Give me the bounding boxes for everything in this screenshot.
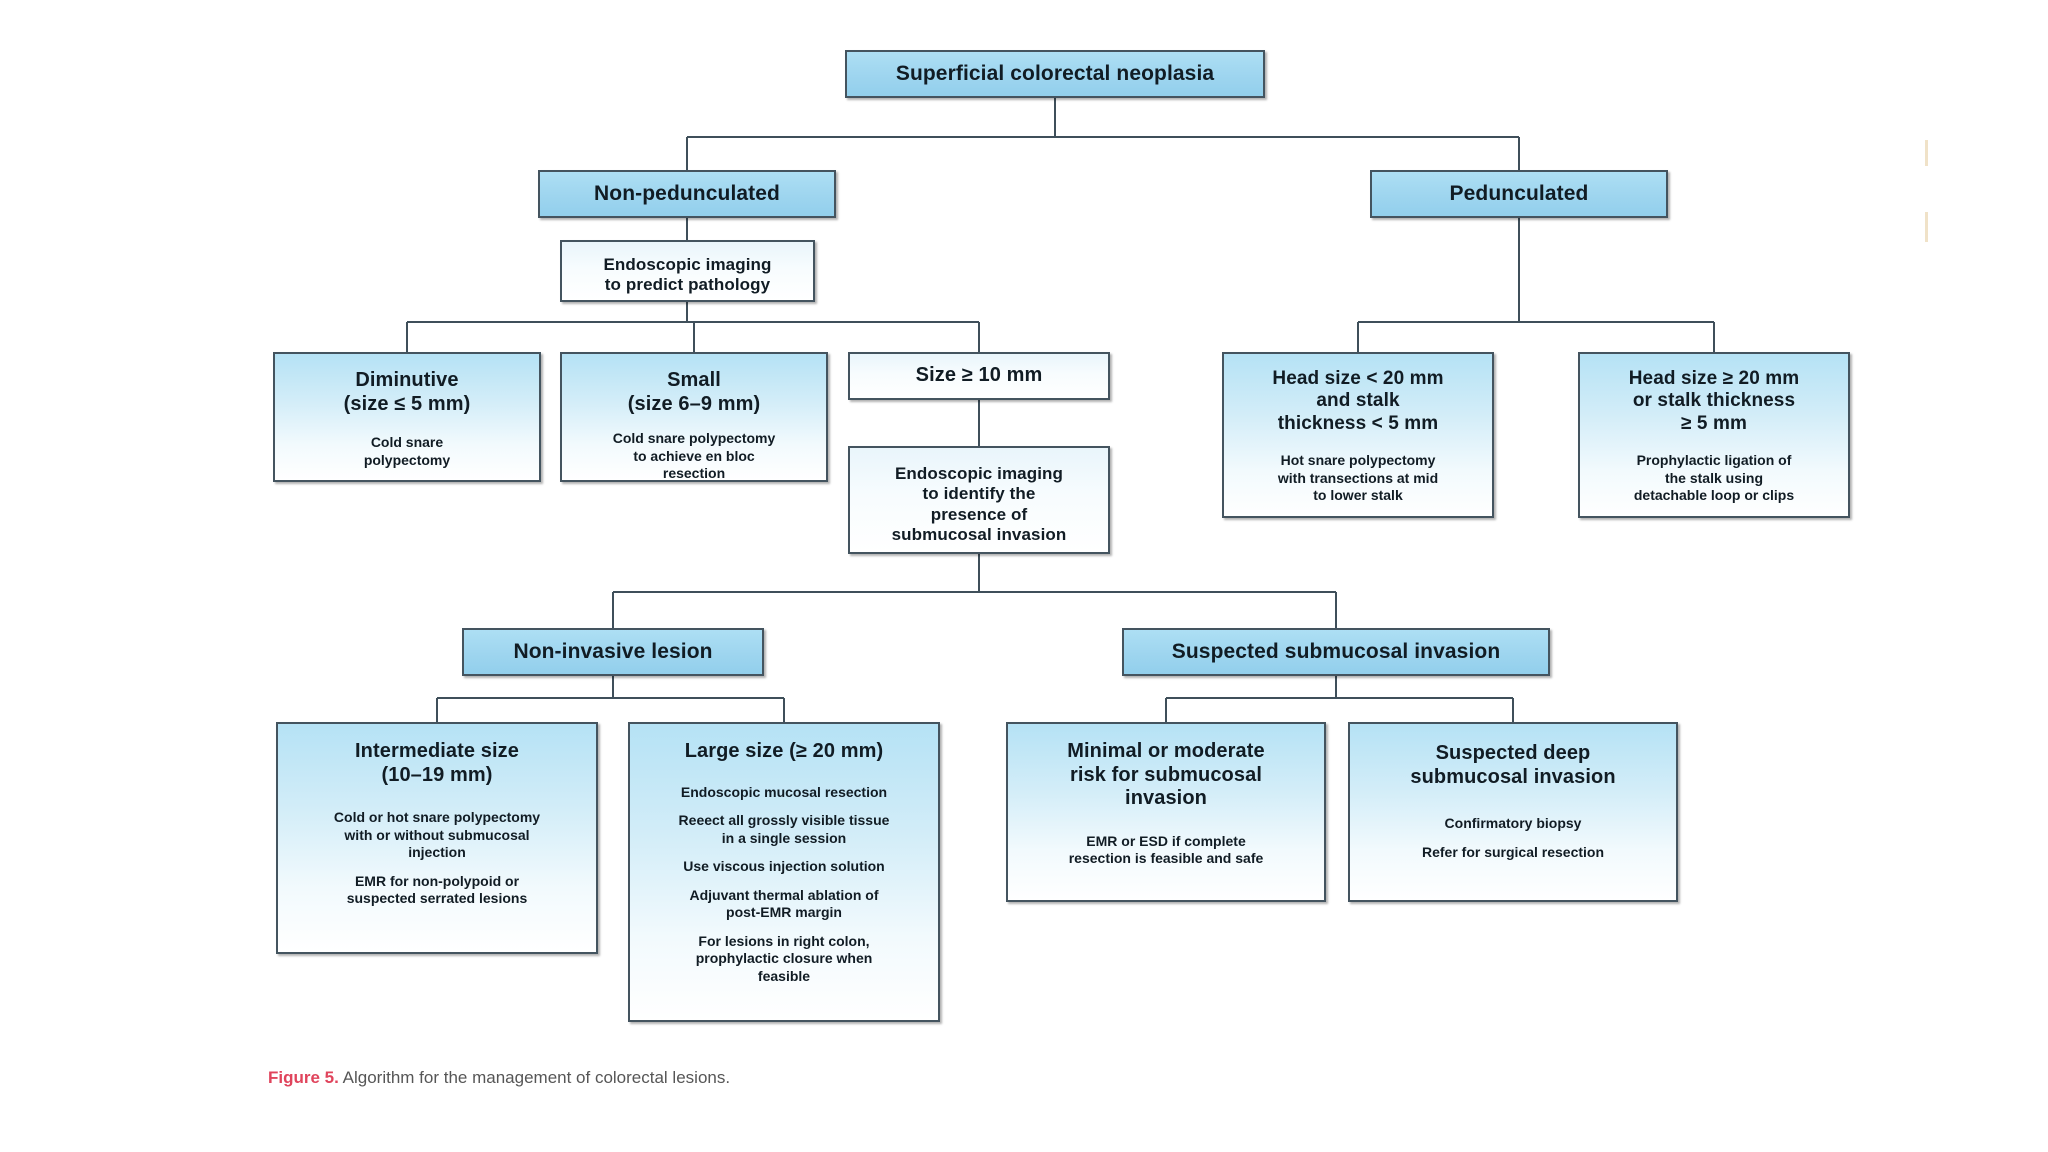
node-non-invasive-lesion[interactable]: Non-invasive lesion: [462, 628, 764, 676]
node-title: Small(size 6–9 mm): [627, 369, 761, 415]
node-superficial-colorectal-neoplasia[interactable]: Superficial colorectal neoplasia: [845, 50, 1265, 98]
scan-artifact: [1925, 212, 1928, 242]
node-title: Pedunculated: [1449, 181, 1589, 205]
figure-caption: Figure 5. Algorithm for the management o…: [268, 1068, 730, 1088]
node-title: Intermediate size(10–19 mm): [355, 740, 519, 786]
node-pedunculated[interactable]: Pedunculated: [1370, 170, 1668, 218]
node-title: Superficial colorectal neoplasia: [895, 61, 1215, 85]
node-title: Non-invasive lesion: [513, 639, 713, 663]
node-intermediate-size[interactable]: Intermediate size(10–19 mm) Cold or hot …: [276, 722, 598, 954]
node-small[interactable]: Small(size 6–9 mm) Cold snare polypectom…: [560, 352, 828, 482]
node-title: Non-pedunculated: [594, 181, 780, 205]
node-large-size[interactable]: Large size (≥ 20 mm) Endoscopic mucosal …: [628, 722, 940, 1022]
figure-label: Figure 5.: [268, 1068, 339, 1087]
node-suspected-submucosal-invasion[interactable]: Suspected submucosal invasion: [1122, 628, 1550, 676]
scan-artifact: [1925, 140, 1928, 166]
node-title: Size ≥ 10 mm: [915, 364, 1043, 387]
node-title: Large size (≥ 20 mm): [684, 740, 884, 762]
figure-caption-text: Algorithm for the management of colorect…: [342, 1068, 731, 1087]
node-size-10mm[interactable]: Size ≥ 10 mm: [848, 352, 1110, 400]
node-title: Diminutive(size ≤ 5 mm): [343, 369, 471, 415]
node-title: Suspected submucosal invasion: [1171, 639, 1501, 663]
node-non-pedunculated[interactable]: Non-pedunculated: [538, 170, 836, 218]
